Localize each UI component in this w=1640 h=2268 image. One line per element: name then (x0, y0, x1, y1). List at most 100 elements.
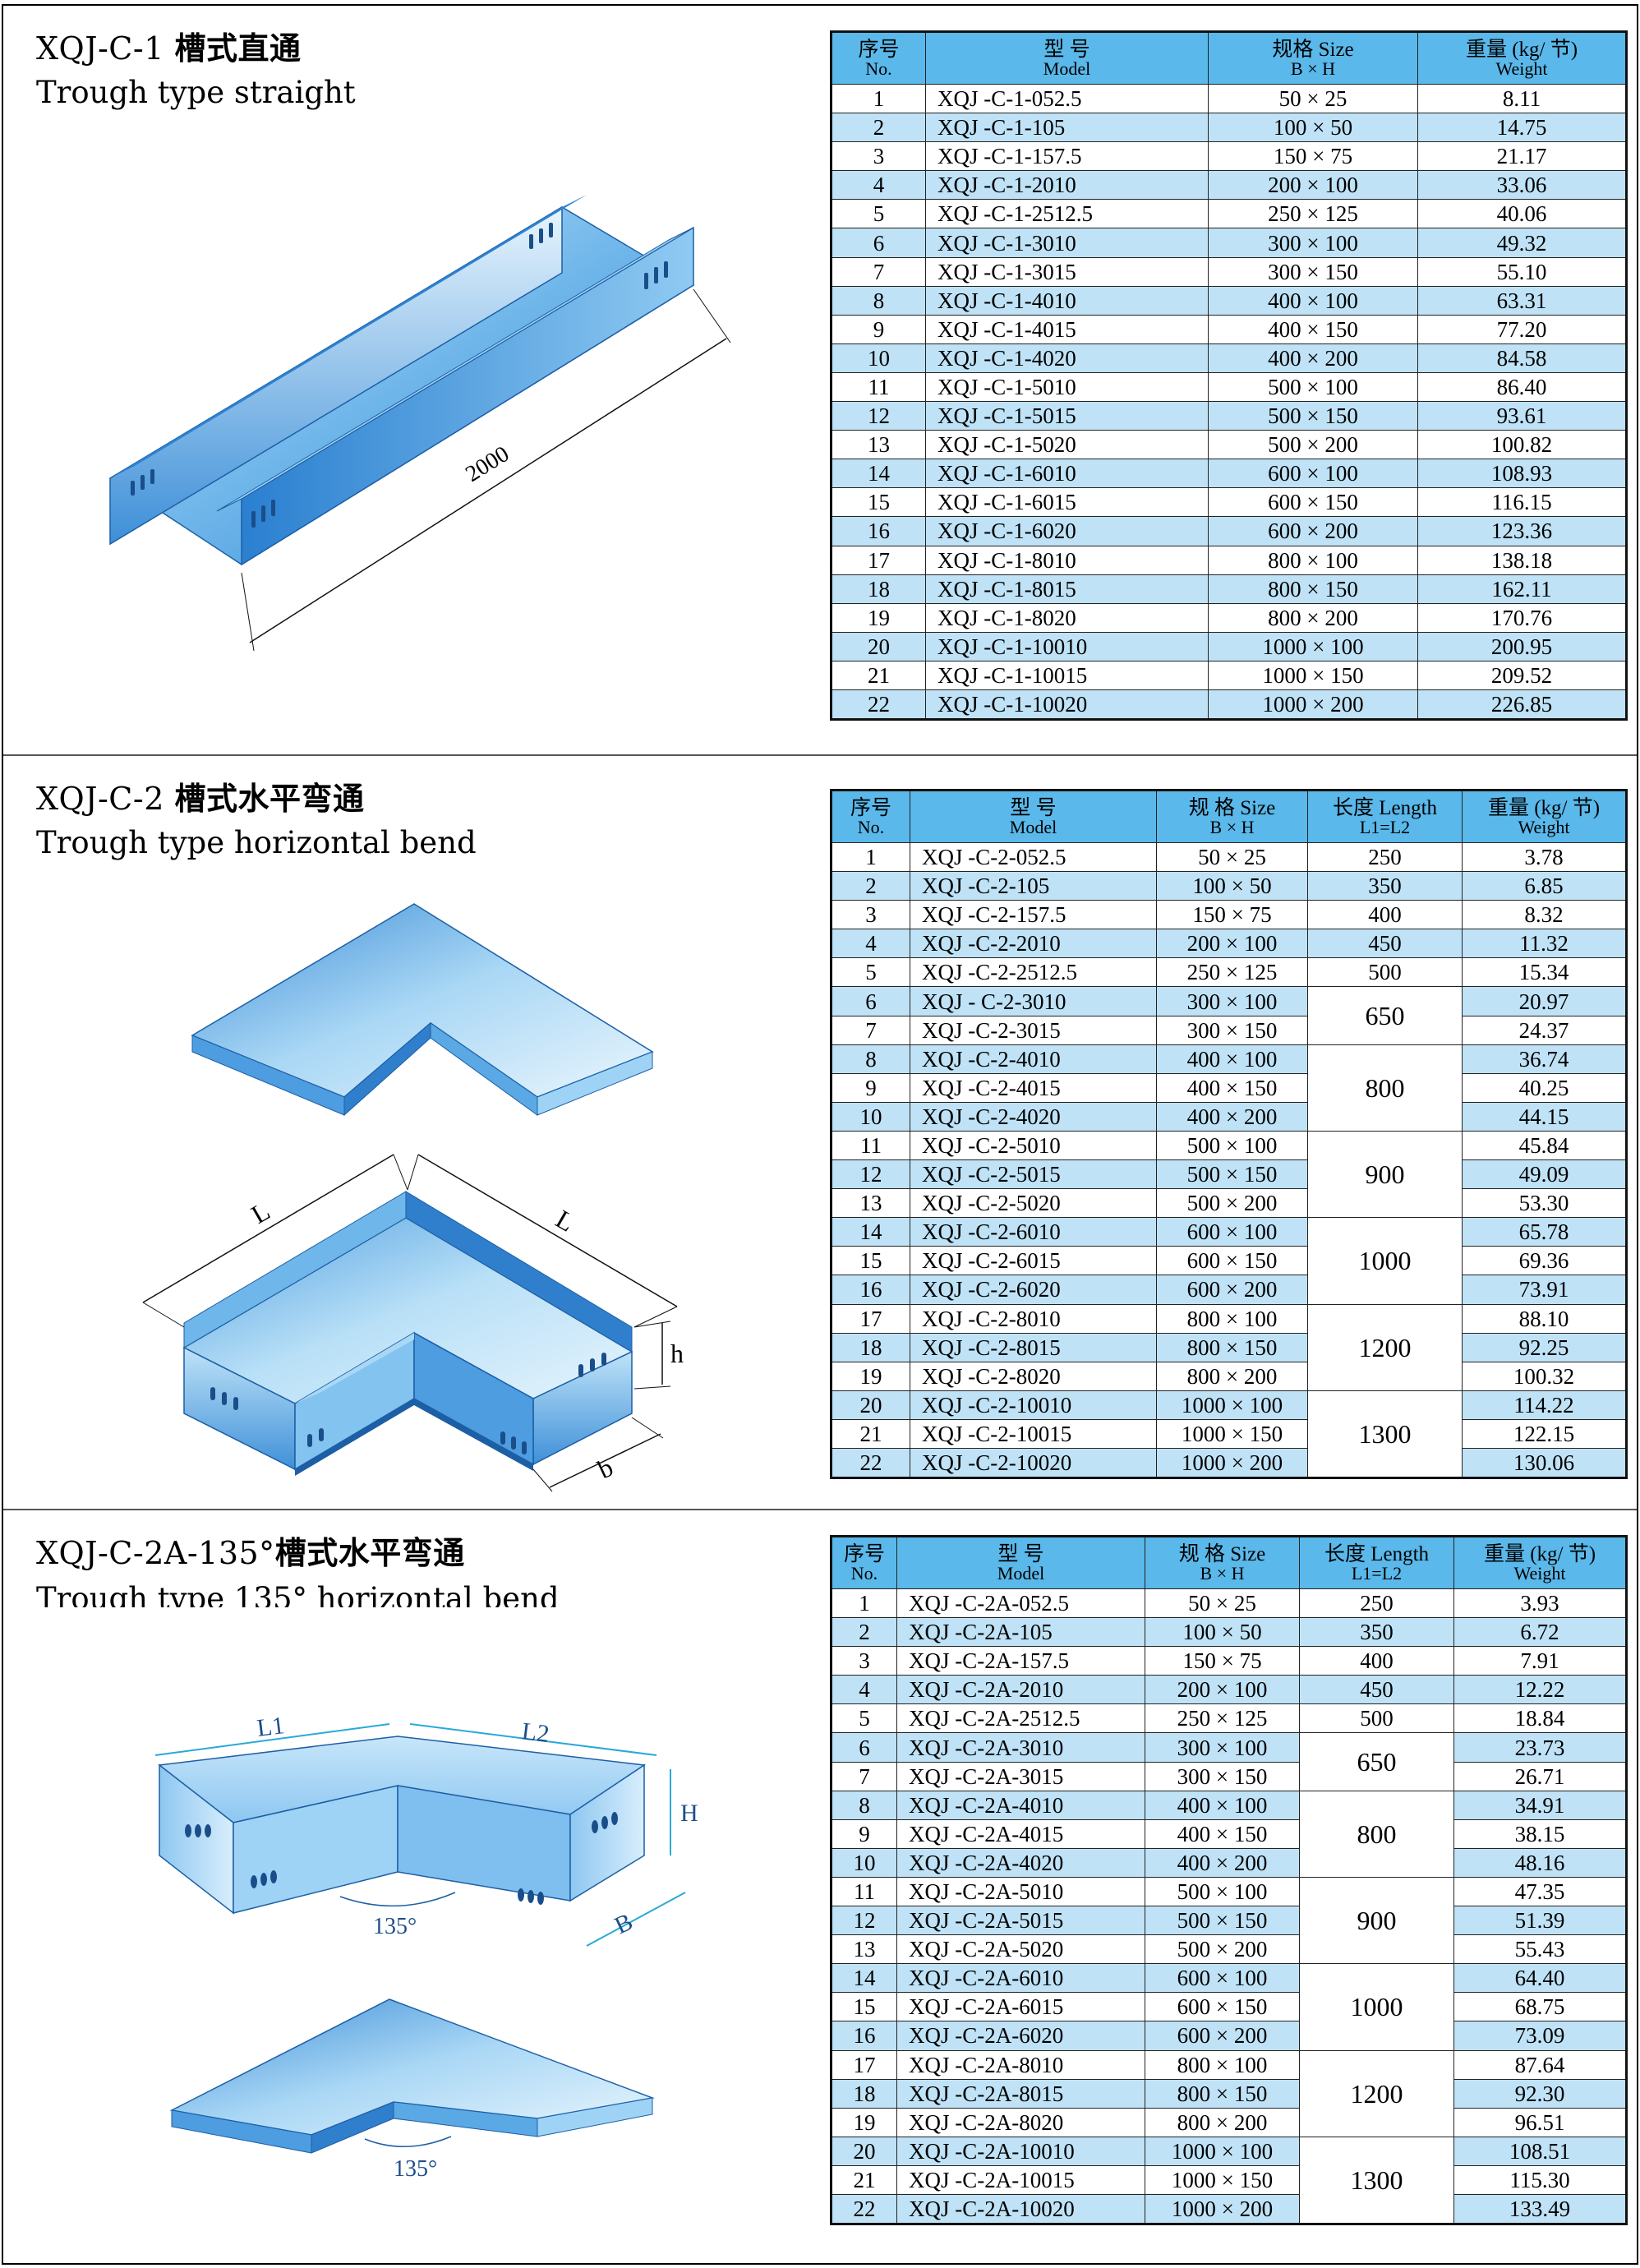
cell-no: 22 (831, 2193, 897, 2225)
cell-weight: 49.32 (1417, 228, 1627, 258)
cell-no: 4 (831, 1675, 897, 1705)
cell-weight: 48.16 (1453, 1847, 1627, 1878)
cell-weight: 15.34 (1462, 957, 1627, 988)
dimension-label-b: B (610, 1908, 637, 1939)
cell-size: 600 × 100 (1208, 459, 1418, 489)
cell-length: 500 (1299, 1703, 1454, 1734)
cell-no: 19 (831, 2107, 897, 2137)
cell-model: XQJ -C-1-8010 (925, 545, 1209, 575)
cell-weight: 209.52 (1417, 660, 1627, 690)
cell-size: 600 × 150 (1145, 1992, 1300, 2022)
cell-size: 50 × 25 (1208, 83, 1418, 114)
dimension-label-l-left: L (246, 1196, 275, 1229)
cell-no: 22 (831, 689, 926, 721)
cell-model: XQJ -C-1-8020 (925, 602, 1209, 633)
cell-length: 500 (1307, 957, 1463, 988)
cell-size: 300 × 100 (1145, 1732, 1300, 1763)
cell-model: XQJ -C-1-6015 (925, 487, 1209, 518)
cell-length: 450 (1307, 929, 1463, 959)
cell-weight: 65.78 (1462, 1217, 1627, 1247)
cell-model: XQJ - C-2-3010 (910, 986, 1157, 1016)
cell-no: 5 (831, 957, 910, 988)
cell-no: 8 (831, 285, 926, 316)
cell-model: XQJ -C-1-052.5 (925, 83, 1209, 114)
cell-size: 500 × 100 (1145, 1876, 1300, 1907)
cell-no: 15 (831, 487, 926, 518)
cell-size: 400 × 150 (1145, 1819, 1300, 1849)
cell-model: XQJ -C-1-5010 (925, 371, 1209, 403)
cell-size: 500 × 150 (1156, 1159, 1308, 1190)
cell-no: 19 (831, 602, 926, 633)
cell-weight: 114.22 (1462, 1390, 1627, 1420)
cell-length: 1000 (1307, 1217, 1463, 1305)
cell-no: 2 (831, 113, 926, 143)
cell-size: 800 × 100 (1145, 2049, 1300, 2080)
cell-weight: 55.10 (1417, 256, 1627, 287)
cell-model: XQJ -C-1-10010 (925, 631, 1209, 662)
cell-length: 350 (1307, 871, 1463, 901)
cell-size: 150 × 75 (1208, 141, 1418, 172)
cell-weight: 69.36 (1462, 1246, 1627, 1276)
cell-size: 150 × 75 (1145, 1646, 1300, 1676)
cell-model: XQJ -C-2A-4015 (896, 1819, 1145, 1849)
cell-no: 13 (831, 430, 926, 460)
cell-weight: 77.20 (1417, 314, 1627, 344)
col-weight: 重量 (kg/ 节)Weight (1417, 31, 1627, 85)
cell-model: XQJ -C-1-4020 (925, 343, 1209, 373)
cell-no: 10 (831, 343, 926, 373)
cell-model: XQJ -C-2-052.5 (910, 841, 1157, 873)
horizontal-bend-trough-illustration: L L h b (142, 1154, 684, 1492)
cell-model: XQJ -C-1-8015 (925, 574, 1209, 604)
cell-model: XQJ -C-2A-052.5 (896, 1588, 1145, 1619)
cell-weight: 26.71 (1453, 1761, 1627, 1791)
cell-size: 400 × 100 (1156, 1044, 1308, 1074)
cell-model: XQJ -C-2-5010 (910, 1130, 1157, 1161)
cell-size: 600 × 200 (1145, 2021, 1300, 2051)
section-title-cn: XQJ-C-2A-135°槽式水平弯通 (36, 1534, 465, 1572)
cell-size: 400 × 150 (1208, 314, 1418, 344)
straight-trough-illustration: 2000 (108, 195, 731, 652)
cell-size: 800 × 150 (1156, 1332, 1308, 1362)
dimension-label-l1: L1 (256, 1712, 286, 1742)
cell-model: XQJ -C-2A-8015 (896, 2078, 1145, 2109)
cell-weight: 55.43 (1453, 1934, 1627, 1965)
cell-weight: 6.85 (1462, 871, 1627, 901)
cell-size: 500 × 100 (1156, 1130, 1308, 1161)
cell-model: XQJ -C-1-10015 (925, 660, 1209, 690)
135-bend-trough-illustration: 135° L1 L2 H B (154, 1712, 698, 1947)
section-title-en: Trough type 135° horizontal bend (36, 1581, 560, 1607)
cell-model: XQJ -C-2A-6015 (896, 1992, 1145, 2022)
cell-weight: 23.73 (1453, 1732, 1627, 1763)
cell-size: 800 × 150 (1208, 574, 1418, 604)
cell-weight: 20.97 (1462, 986, 1627, 1016)
cell-weight: 87.64 (1453, 2049, 1627, 2080)
cell-weight: 162.11 (1417, 574, 1627, 604)
cell-model: XQJ -C-2A-157.5 (896, 1646, 1145, 1676)
cell-weight: 7.91 (1453, 1646, 1627, 1676)
col-weight: 重量 (kg/ 节)Weight (1462, 790, 1627, 843)
cell-length: 400 (1299, 1646, 1454, 1676)
cell-size: 1000 × 100 (1208, 631, 1418, 662)
cell-no: 16 (831, 2021, 897, 2051)
cell-model: XQJ -C-2-2512.5 (910, 957, 1157, 988)
cell-weight: 88.10 (1462, 1303, 1627, 1334)
cell-length: 1000 (1299, 1963, 1454, 2051)
cell-model: XQJ -C-2-6020 (910, 1275, 1157, 1305)
cell-no: 12 (831, 401, 926, 431)
cell-no: 9 (831, 1819, 897, 1849)
cell-no: 18 (831, 1332, 910, 1362)
cell-weight: 6.72 (1453, 1617, 1627, 1648)
cell-length: 1300 (1307, 1390, 1463, 1479)
